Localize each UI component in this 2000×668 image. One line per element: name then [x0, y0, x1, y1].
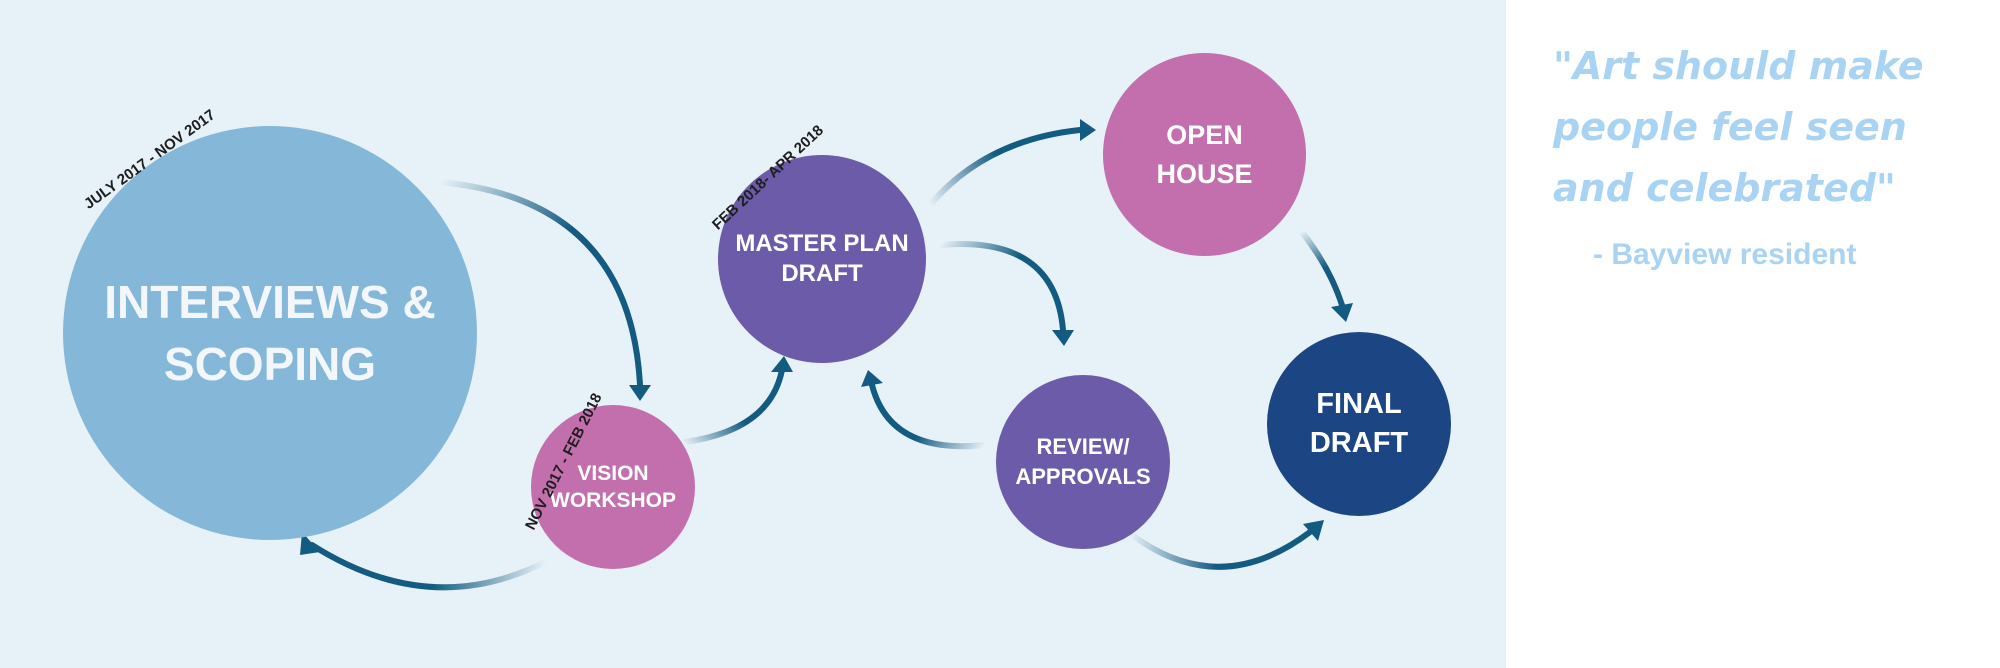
node-review-approvals: REVIEW/ APPROVALS — [996, 375, 1170, 549]
node-interviews-label: INTERVIEWS & SCOPING — [104, 276, 436, 390]
arrow-review-to-master — [861, 370, 988, 450]
arrows-layer — [300, 119, 1353, 591]
arrow-open-to-final — [1299, 229, 1353, 322]
node-vision-label: VISION WORKSHOP — [550, 462, 676, 512]
node-master-plan-draft: MASTER PLAN DRAFT — [718, 155, 926, 363]
node-open-label: OPEN HOUSE — [1156, 119, 1253, 189]
quote-text: "Art should make people feel seen and ce… — [1553, 44, 1924, 210]
quote-attribution: - Bayview resident — [1593, 238, 1857, 271]
node-final-draft: FINAL DRAFT — [1267, 332, 1451, 516]
node-open-house: OPEN HOUSE — [1103, 53, 1306, 256]
node-vision-workshop: VISION WORKSHOP — [531, 405, 695, 569]
node-master-label: MASTER PLAN DRAFT — [735, 230, 909, 287]
arrow-review-to-final — [1129, 520, 1324, 570]
node-interviews-scoping: INTERVIEWS & SCOPING — [63, 126, 477, 540]
node-review-label: REVIEW/ APPROVALS — [1015, 434, 1151, 489]
arrow-master-to-open — [927, 119, 1096, 208]
arrow-vision-to-interviews — [300, 532, 548, 591]
node-final-label: FINAL DRAFT — [1309, 388, 1409, 459]
arrow-vision-to-master — [682, 356, 793, 445]
arrow-master-to-review — [937, 241, 1074, 346]
arrow-interviews-to-vision — [437, 179, 651, 401]
